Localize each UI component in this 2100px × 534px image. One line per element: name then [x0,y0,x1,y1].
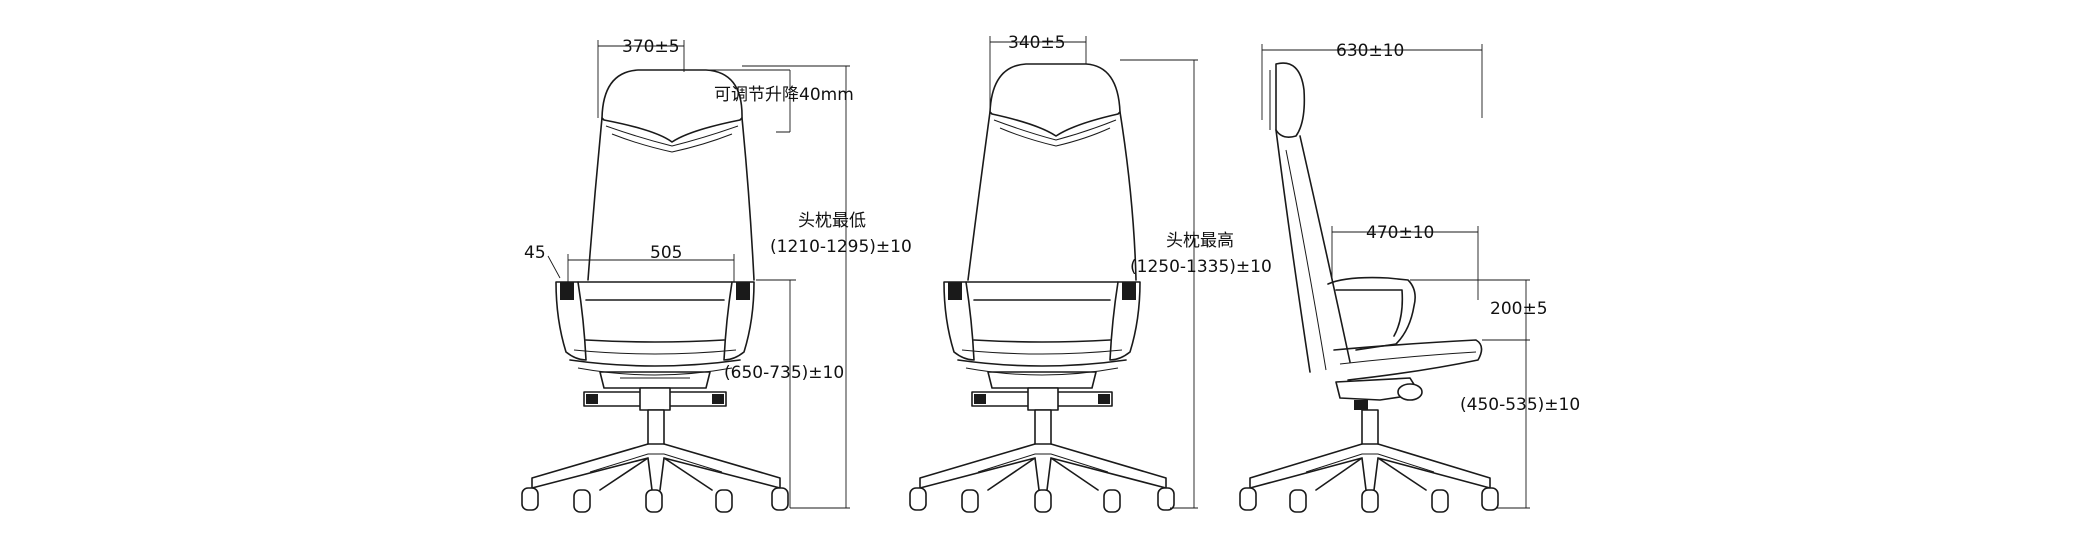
base [531,443,781,491]
dim-headrest-width-high: 340±5 [1008,33,1066,53]
base [919,443,1167,491]
dim-arm-height: (650-735)±10 [724,363,844,383]
armrest-left [943,281,975,361]
backrest [967,111,1137,281]
backrest-panel [605,125,739,147]
casters [909,487,1175,513]
headrest [1275,62,1306,138]
dim-height-value-low: (1210-1295)±10 [770,237,912,257]
dim-headrest-width-low: 370±5 [622,37,680,57]
dim-height-value-high: (1250-1335)±10 [1130,257,1272,277]
armrest-left [555,281,587,361]
seat [1333,339,1483,381]
backrest [587,117,755,281]
armrest-right [1109,281,1141,361]
dim-height-label-low: 头枕最低 [798,211,866,231]
dim-seat-depth: 470±10 [1366,223,1434,243]
backrest [1275,129,1351,373]
armrest [1327,276,1416,351]
armrest-right [723,281,755,361]
dim-height-label-high: 头枕最高 [1166,231,1234,251]
base [1249,443,1491,491]
headrest [989,63,1121,137]
seat [569,281,741,367]
casters [1239,487,1499,513]
seat [957,281,1127,367]
casters [521,487,789,513]
side-view: 630±10 470±10 200±5 (450-535)±10 [1239,41,1580,513]
dim-overall-depth: 630±10 [1336,41,1404,61]
dim-arm-offset: 45 [524,243,546,263]
front-view-high: 340±5 头枕最高 (1250-1335)±10 [909,33,1272,513]
dim-seat-height: (450-535)±10 [1460,395,1580,415]
dim-headrest-adjust: 可调节升降40mm [714,85,854,105]
headrest [601,69,743,143]
front-view-low: 370±5 可调节升降40mm 头枕最低 (1210-1295)±10 45 5… [521,37,912,513]
dim-seat-inner-width: 505 [650,243,682,263]
dim-arm-to-seat: 200±5 [1490,299,1548,319]
